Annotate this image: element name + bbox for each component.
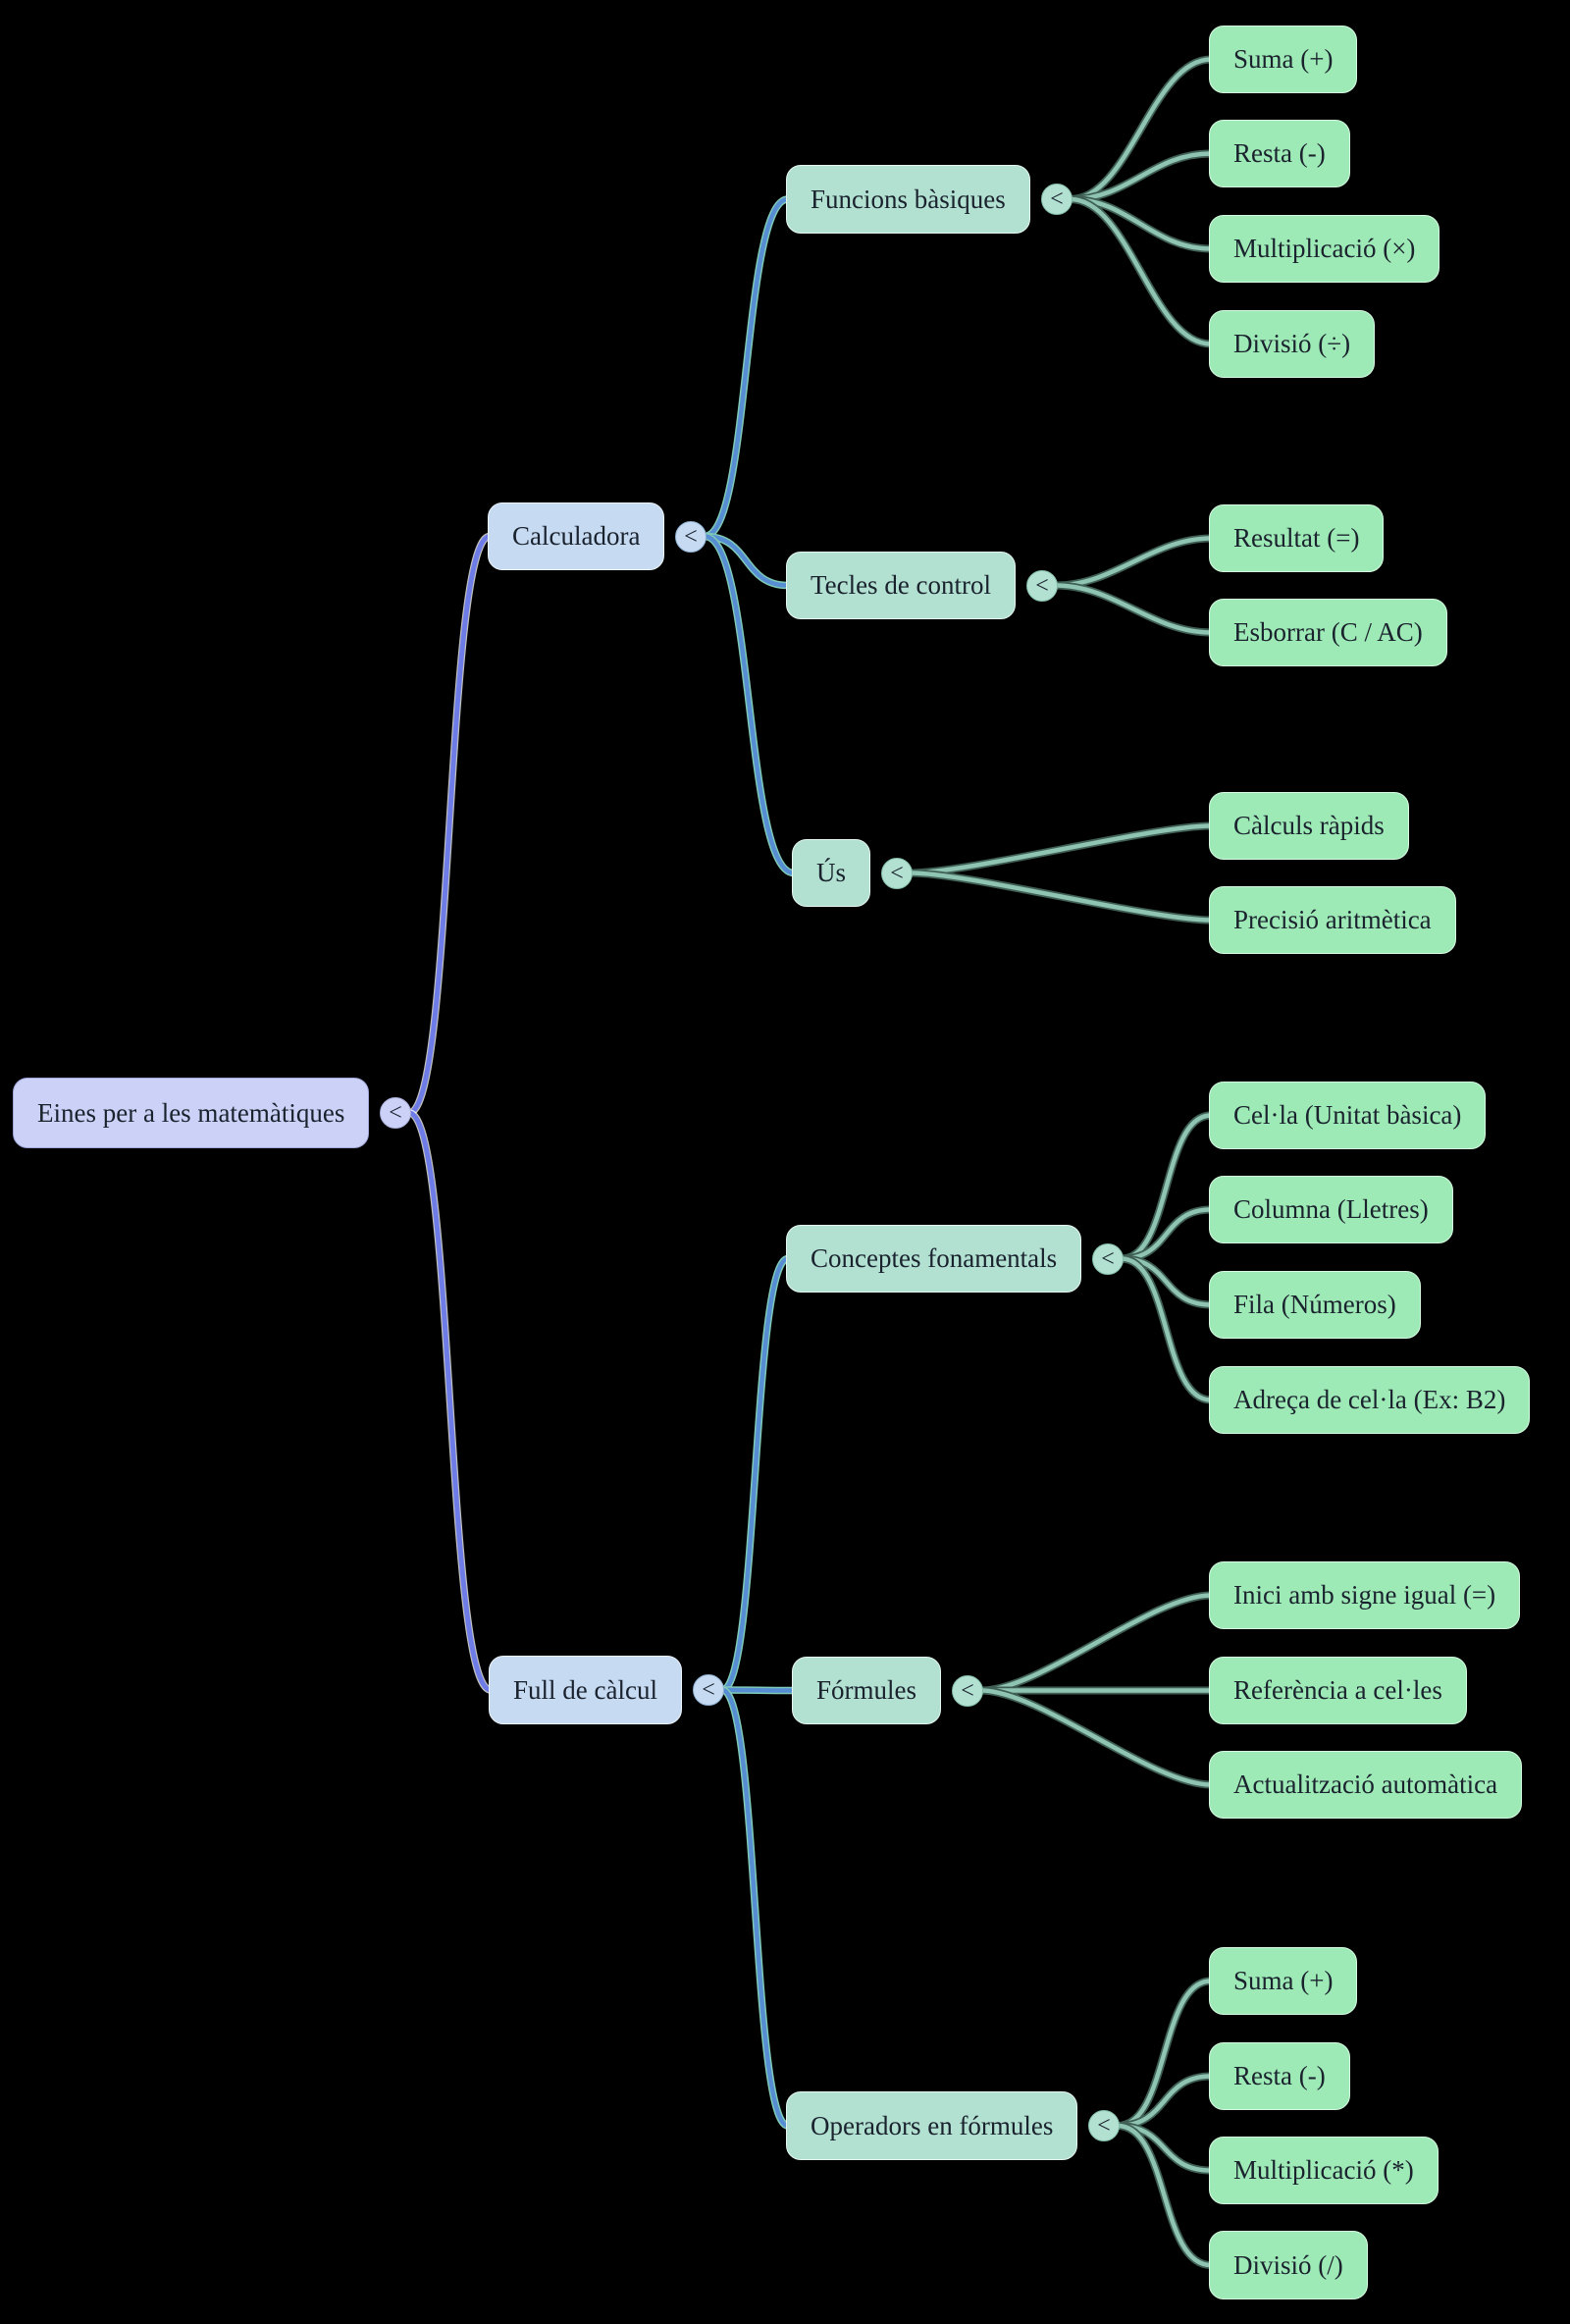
collapse-chevron-icon: < [961, 1677, 974, 1704]
collapse-toggle-full[interactable]: < [693, 1674, 724, 1706]
node-op4: Divisió (/) [1209, 2231, 1368, 2299]
link-root-full [406, 1110, 494, 1693]
collapse-chevron-icon: < [1050, 186, 1064, 212]
collapse-toggle-cf[interactable]: < [1092, 1242, 1124, 1275]
node-label: Funcions bàsiques [811, 184, 1006, 214]
node-op1: Suma (+) [1209, 1947, 1358, 2015]
node-us1: Càlculs ràpids [1209, 792, 1409, 860]
node-op3: Multiplicació (*) [1209, 2137, 1439, 2204]
collapse-toggle-fo[interactable]: < [952, 1674, 983, 1707]
node-fb1: Suma (+) [1209, 26, 1358, 93]
collapse-chevron-icon: < [389, 1100, 402, 1126]
link-calc-us [702, 534, 797, 875]
link-fo-fo1 [978, 1593, 1214, 1693]
node-calc: Calculadora [488, 502, 665, 570]
collapse-chevron-icon: < [1097, 2113, 1111, 2139]
node-label: Fórmules [816, 1675, 917, 1705]
node-label: Fila (Números) [1233, 1290, 1396, 1319]
collapse-chevron-icon: < [684, 523, 698, 550]
node-label: Càlculs ràpids [1233, 811, 1385, 840]
node-us: Ús [792, 839, 871, 907]
link-calc-fb [702, 196, 791, 539]
node-full: Full de càlcul [489, 1656, 682, 1724]
collapse-toggle-root[interactable]: < [380, 1097, 411, 1129]
collapse-toggle-calc[interactable]: < [675, 520, 706, 553]
node-label: Full de càlcul [513, 1674, 657, 1705]
node-us2: Precisió aritmètica [1209, 886, 1456, 954]
node-label: Ús [816, 858, 847, 887]
node-label: Inici amb signe igual (=) [1233, 1580, 1496, 1610]
link-op-op4 [1115, 2123, 1214, 2268]
node-label: Divisió (÷) [1233, 329, 1351, 358]
link-tc-tc1 [1053, 536, 1214, 588]
node-cf1: Cel·la (Unitat bàsica) [1209, 1082, 1487, 1149]
node-fo3: Actualització automàtica [1209, 1751, 1523, 1819]
node-label: Divisió (/) [1233, 2249, 1343, 2280]
node-cf4: Adreça de cel·la (Ex: B2) [1209, 1366, 1531, 1434]
node-cf: Conceptes fonamentals [786, 1225, 1082, 1293]
link-full-cf [719, 1256, 791, 1693]
node-label: Tecles de control [811, 570, 992, 600]
node-label: Resta (-) [1233, 138, 1326, 168]
link-fb-fb1 [1068, 57, 1214, 202]
node-fo2: Referència a cel·les [1209, 1657, 1467, 1724]
collapse-chevron-icon: < [1101, 1245, 1115, 1272]
link-cf-cf4 [1119, 1256, 1214, 1402]
node-label: Suma (+) [1233, 1966, 1334, 1995]
node-tc2: Esborrar (C / AC) [1209, 599, 1447, 666]
link-us-us1 [908, 823, 1214, 875]
node-fb: Funcions bàsiques [786, 165, 1030, 234]
collapse-toggle-fb[interactable]: < [1041, 184, 1073, 215]
node-cf2: Columna (Lletres) [1209, 1176, 1453, 1243]
node-label: Esborrar (C / AC) [1233, 617, 1423, 647]
node-label: Suma (+) [1233, 44, 1334, 74]
link-fo-fo3 [978, 1688, 1214, 1787]
node-label: Precisió aritmètica [1233, 905, 1432, 934]
node-label: Calculadora [512, 521, 641, 551]
node-label: Referència a cel·les [1233, 1675, 1442, 1705]
node-tc: Tecles de control [786, 552, 1017, 619]
node-label: Columna (Lletres) [1233, 1194, 1429, 1224]
node-label: Resultat (=) [1233, 523, 1360, 553]
node-cf3: Fila (Números) [1209, 1271, 1421, 1339]
link-tc-tc2 [1053, 583, 1214, 635]
node-label: Operadors en fórmules [811, 2110, 1054, 2140]
node-label: Actualització automàtica [1233, 1769, 1498, 1799]
node-label: Adreça de cel·la (Ex: B2) [1233, 1385, 1506, 1414]
node-label: Multiplicació (×) [1233, 234, 1416, 263]
link-full-fo [719, 1687, 797, 1693]
collapse-toggle-us[interactable]: < [881, 857, 913, 889]
node-fb4: Divisió (÷) [1209, 310, 1376, 378]
link-calc-tc [702, 534, 791, 588]
node-fb2: Resta (-) [1209, 120, 1350, 187]
collapse-toggle-op[interactable]: < [1088, 2110, 1120, 2141]
link-fb-fb4 [1068, 196, 1214, 346]
node-op2: Resta (-) [1209, 2042, 1350, 2110]
node-label: Conceptes fonamentals [811, 1243, 1058, 1273]
collapse-chevron-icon: < [1035, 572, 1049, 599]
node-op: Operadors en fórmules [786, 2091, 1078, 2160]
node-fo1: Inici amb signe igual (=) [1209, 1561, 1521, 1629]
node-root: Eines per a les matemàtiques [13, 1078, 370, 1148]
collapse-chevron-icon: < [890, 860, 904, 886]
node-fb3: Multiplicació (×) [1209, 215, 1440, 283]
node-label: Resta (-) [1233, 2061, 1326, 2090]
collapse-toggle-tc[interactable]: < [1026, 569, 1058, 602]
collapse-chevron-icon: < [702, 1677, 715, 1703]
node-label: Multiplicació (*) [1233, 2155, 1414, 2185]
link-us-us2 [908, 871, 1214, 923]
node-fo: Fórmules [792, 1657, 942, 1724]
link-root-calc [406, 534, 493, 1116]
node-label: Eines per a les matemàtiques [37, 1097, 345, 1128]
link-full-op [719, 1687, 791, 2129]
node-label: Cel·la (Unitat bàsica) [1233, 1100, 1462, 1130]
node-tc1: Resultat (=) [1209, 504, 1385, 572]
